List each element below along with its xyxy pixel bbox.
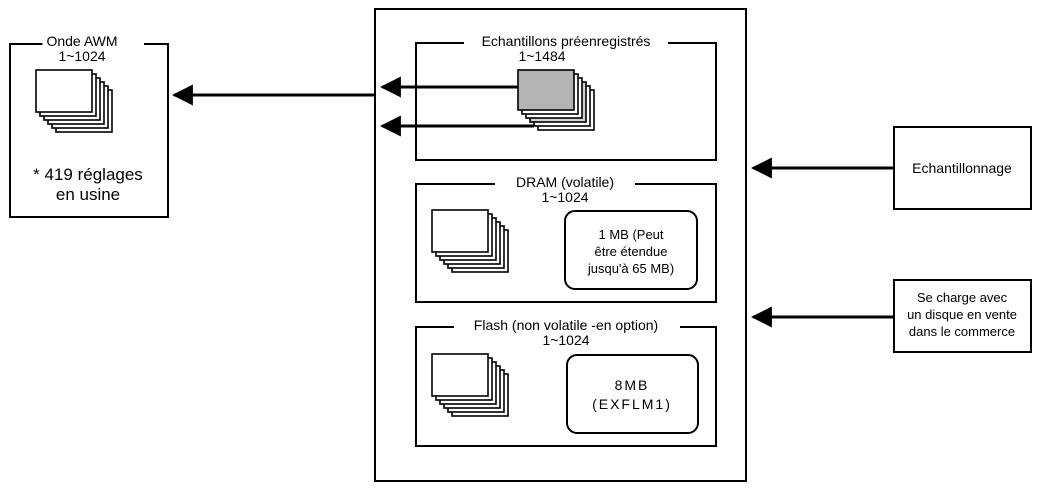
preset-samples-section: Echantillons préenregistrés 1~1484 (379, 33, 717, 161)
flash-section: Flash (non volatile -en option) 1~1024 8… (415, 317, 717, 447)
awm-title: Onde AWM (46, 33, 117, 49)
dram-title-backdrop (511, 174, 619, 190)
sampling-source: Echantillonnage (893, 126, 1032, 210)
dram-title: DRAM (volatile) (516, 174, 614, 190)
preset-samples-range: 1~1484 (518, 48, 565, 64)
sampling-label: Echantillonnage (912, 160, 1012, 176)
disk-line2: un disque en vente (907, 307, 1017, 322)
preset-samples-stack-icon (517, 69, 595, 131)
disk-source: Se charge avec un disque en vente dans l… (893, 279, 1032, 353)
dram-sample-stack-icon (431, 209, 509, 273)
flash-memory-line1: 8MB (615, 377, 650, 393)
preset-samples-title: Echantillons préenregistrés (482, 33, 651, 49)
preset-samples-title-backdrop (477, 33, 655, 49)
dram-range: 1~1024 (541, 189, 588, 205)
flash-memory-line2: (EXFLM1) (592, 396, 672, 412)
awm-wave-stack-icon (35, 69, 113, 133)
dram-section: DRAM (volatile) 1~1024 1 MB (Peut être é… (415, 174, 717, 303)
awm-range: 1~1024 (58, 48, 105, 64)
awm-title-backdrop (42, 33, 122, 49)
dram-memory-line2: être étendue (594, 244, 667, 259)
flash-memory-box (566, 354, 699, 434)
awm-factory-note-line1: * 419 réglages (33, 165, 143, 184)
flash-title: Flash (non volatile -en option) (474, 317, 658, 333)
flash-title-backdrop (469, 317, 663, 333)
dram-memory-line1: 1 MB (Peut (598, 227, 663, 242)
disk-line3: dans le commerce (909, 324, 1015, 339)
dram-memory-box (564, 210, 698, 290)
awm-factory-note-line2: en usine (56, 185, 120, 204)
flash-range: 1~1024 (542, 332, 589, 348)
flash-sample-stack-icon (431, 353, 509, 417)
disk-line1: Se charge avec (917, 290, 1008, 305)
main-memory-block (374, 8, 747, 482)
awm-panel: Onde AWM 1~1024 * 419 réglages en usine (9, 33, 169, 218)
dram-memory-line3: jusqu'à 65 MB) (587, 261, 674, 276)
